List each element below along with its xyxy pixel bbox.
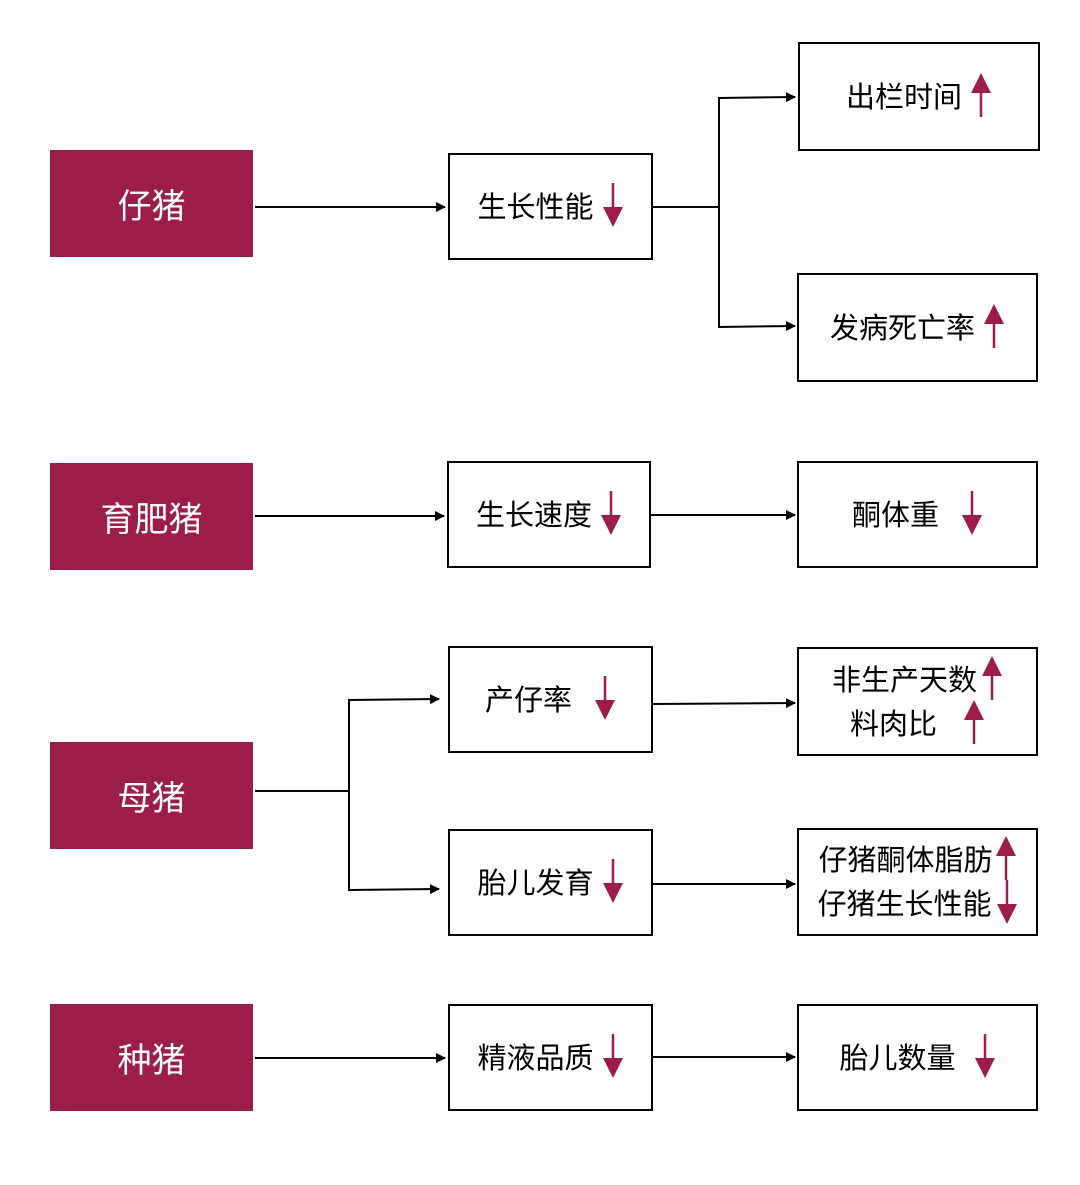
connector-sow-trunk xyxy=(255,694,440,792)
outcome-label: 出栏时间 xyxy=(845,79,962,114)
down-arrow-icon xyxy=(961,489,983,541)
category-label: 母猪 xyxy=(117,779,186,819)
outcome-market-time: 出栏时间 xyxy=(798,42,1040,151)
connector-litter-rate-to-npd xyxy=(652,698,796,709)
effect-growth-rate: 生长速度 xyxy=(447,461,651,568)
up-arrow-icon xyxy=(963,698,985,750)
effect-growth-performance: 生长性能 xyxy=(448,153,653,260)
category-sow: 母猪 xyxy=(50,742,253,849)
effect-label: 生长速度 xyxy=(475,497,592,532)
category-label: 育肥猪 xyxy=(100,500,203,540)
down-arrow-icon xyxy=(602,857,624,909)
category-finishing-pig: 育肥猪 xyxy=(50,463,253,570)
down-arrow-icon xyxy=(602,181,624,233)
effect-semen-quality: 精液品质 xyxy=(448,1004,653,1111)
down-arrow-icon xyxy=(602,1032,624,1084)
effect-fetal-development: 胎儿发育 xyxy=(448,829,653,936)
outcome-fetus-count: 胎儿数量 xyxy=(797,1004,1038,1111)
category-label: 仔猪 xyxy=(117,187,186,227)
outcome-carcass-weight: 酮体重 xyxy=(797,461,1038,568)
outcome-label: 仔猪酮体脂肪 xyxy=(818,843,993,877)
outcome-label: 胎儿数量 xyxy=(839,1040,956,1075)
down-arrow-icon xyxy=(594,674,616,726)
effect-litter-rate: 产仔率 xyxy=(448,646,653,753)
up-arrow-icon xyxy=(995,834,1017,886)
connector-sow-trunk-lower xyxy=(348,791,440,895)
up-arrow-icon xyxy=(981,654,1003,706)
down-arrow-icon xyxy=(996,878,1018,930)
effect-label: 胎儿发育 xyxy=(477,865,594,900)
category-label: 种猪 xyxy=(117,1041,186,1081)
outcome-label: 仔猪生长性能 xyxy=(817,887,992,921)
up-arrow-icon xyxy=(983,302,1005,354)
down-arrow-icon xyxy=(974,1032,996,1084)
outcome-label: 非生产天数 xyxy=(831,662,977,697)
effect-label: 产仔率 xyxy=(484,682,572,717)
connector-growth-performance-branch xyxy=(653,92,796,208)
effect-label: 精液品质 xyxy=(477,1040,594,1075)
effect-label: 生长性能 xyxy=(477,189,594,224)
outcome-piglet-fat-growth: 仔猪酮体脂肪 仔猪生长性能 xyxy=(797,828,1038,936)
outcome-label: 发病死亡率 xyxy=(829,310,975,345)
down-arrow-icon xyxy=(600,489,622,541)
category-piglet: 仔猪 xyxy=(50,150,253,257)
category-breeding-boar: 种猪 xyxy=(50,1004,253,1111)
up-arrow-icon xyxy=(970,71,992,123)
outcome-morbidity-mortality: 发病死亡率 xyxy=(797,273,1038,382)
outcome-npd-feed-ratio: 非生产天数 料肉比 xyxy=(797,647,1038,756)
connector-growth-performance-branch-lower xyxy=(718,207,796,329)
outcome-label: 料肉比 xyxy=(849,706,937,741)
outcome-label: 酮体重 xyxy=(851,497,939,532)
